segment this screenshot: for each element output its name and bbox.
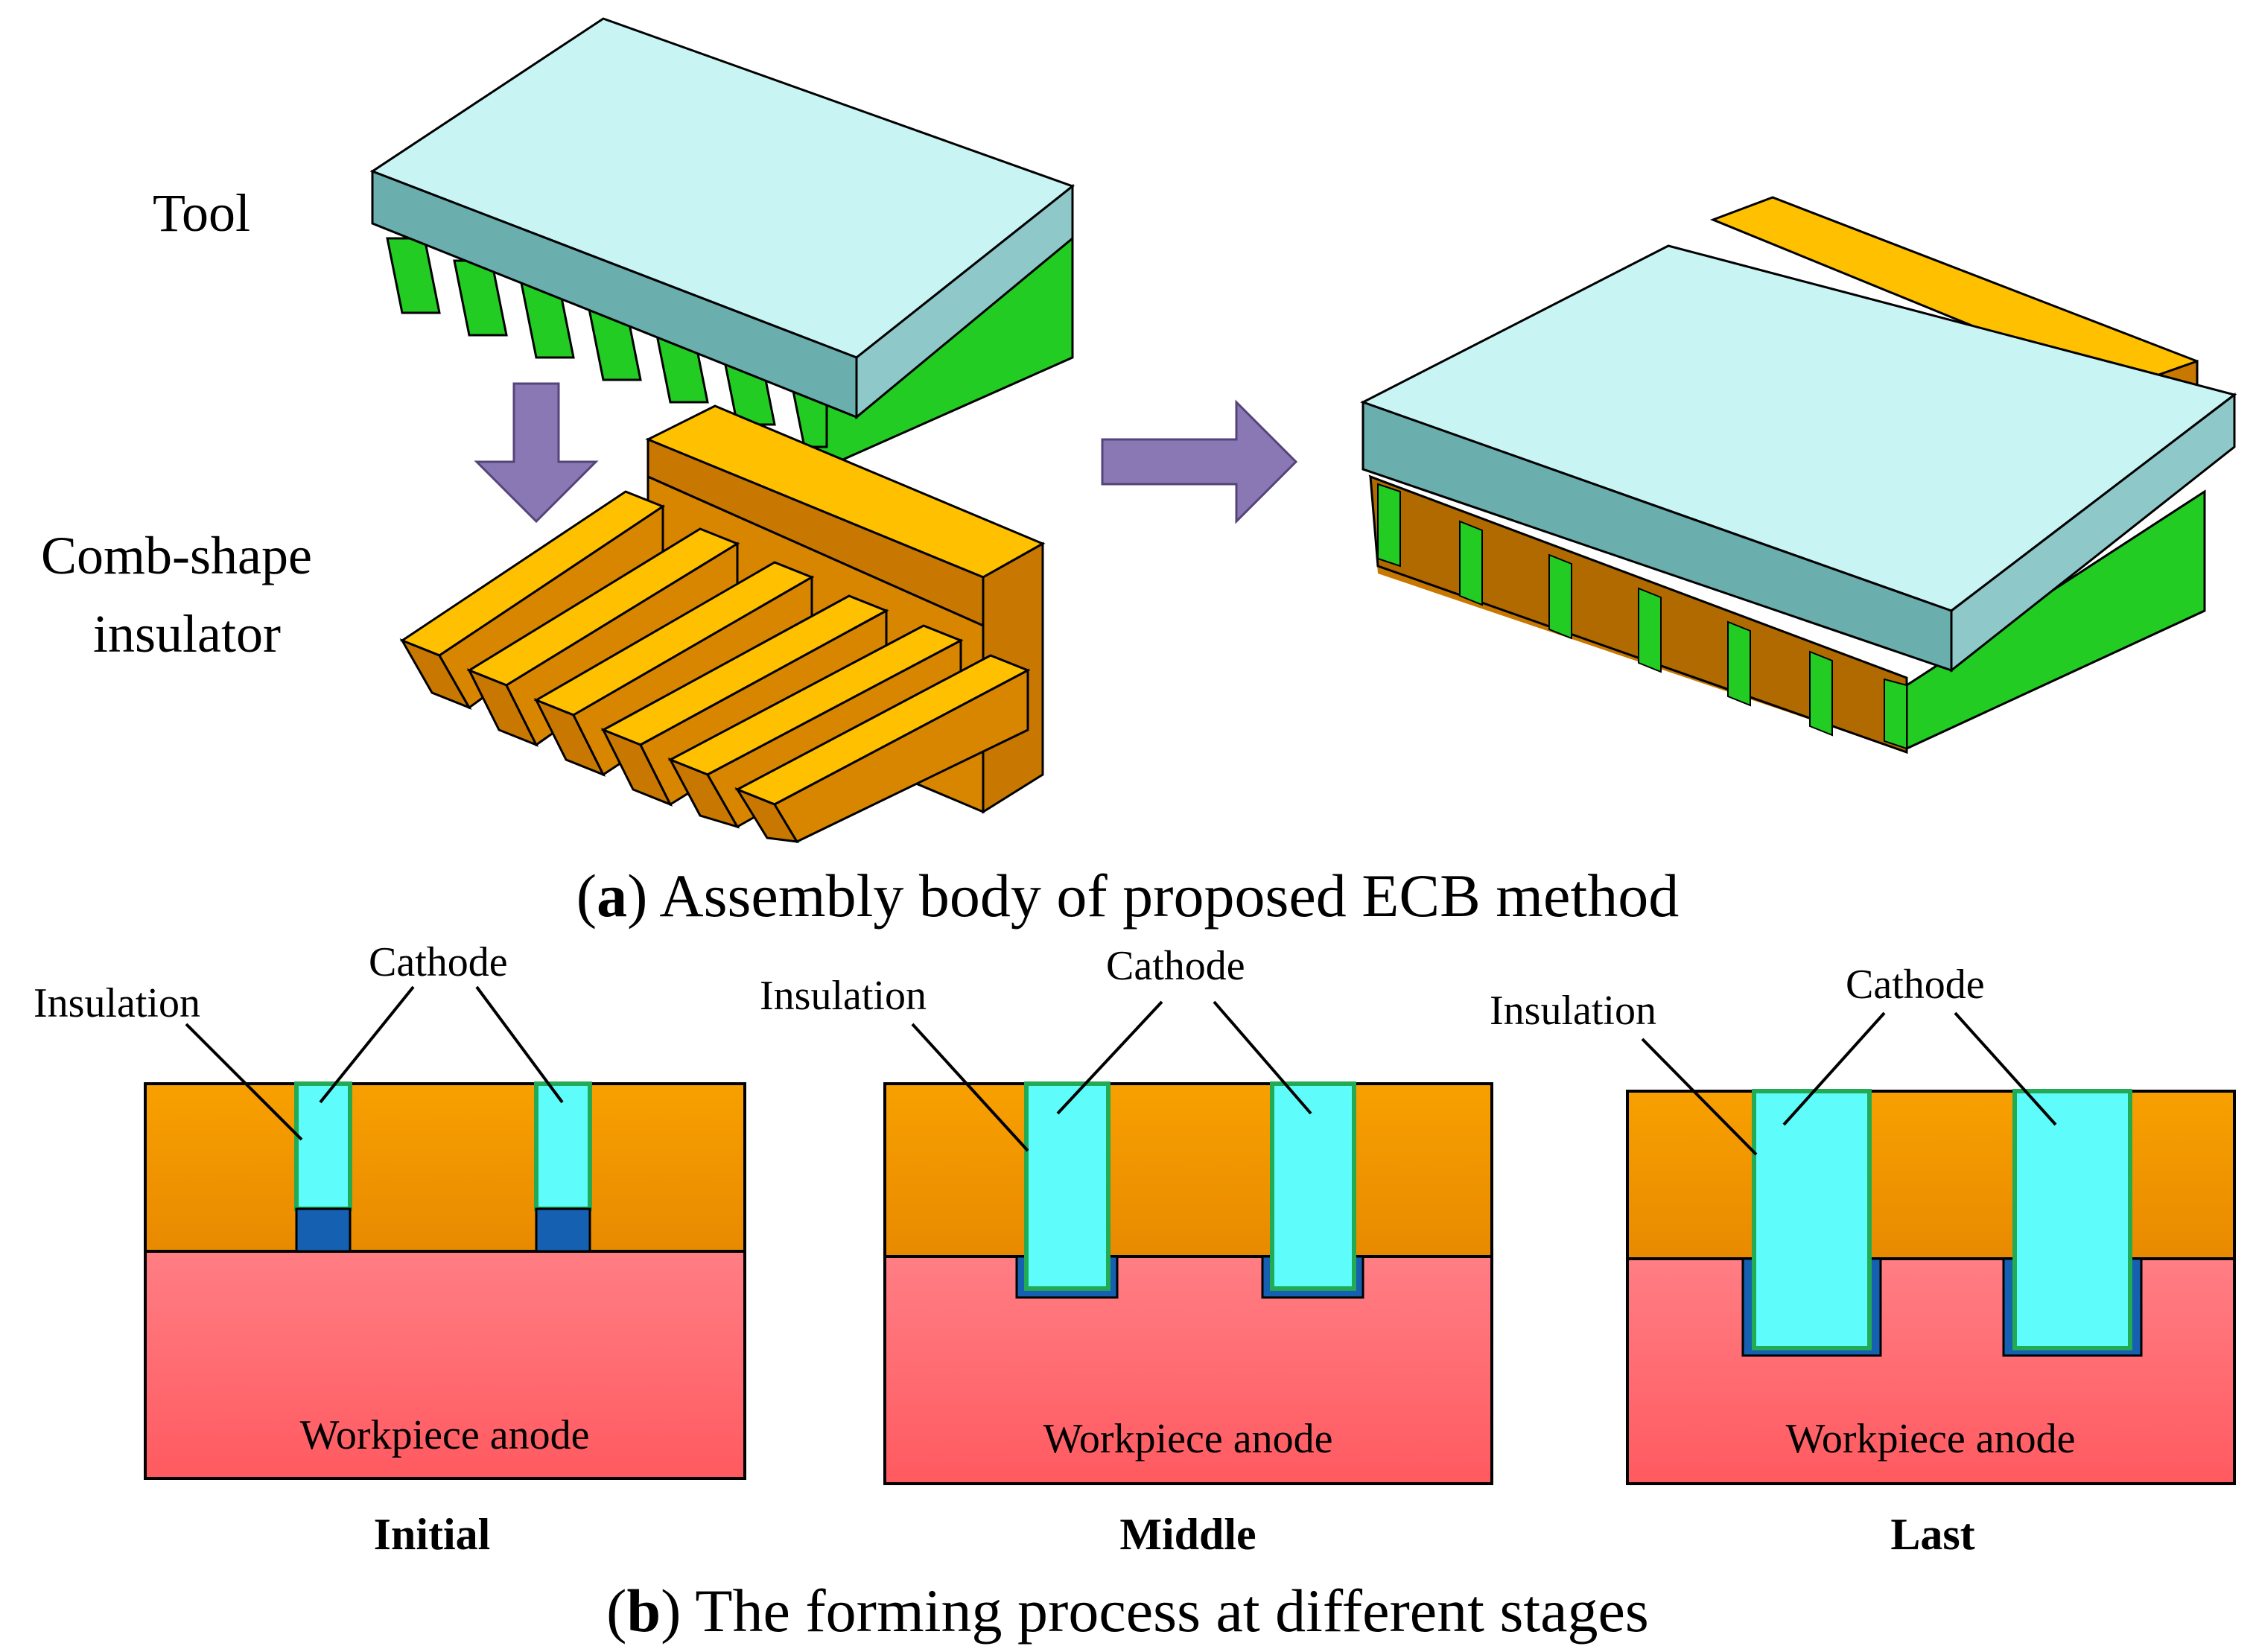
stage-initial-name: Initial bbox=[374, 1510, 491, 1559]
middle-workpiece-label: Workpiece anode bbox=[1043, 1416, 1333, 1462]
last-workpiece-label: Workpiece anode bbox=[1786, 1416, 2076, 1462]
last-insulation-label: Insulation bbox=[1490, 988, 1656, 1034]
initial-insulation-label: Insulation bbox=[34, 980, 200, 1026]
stage-last: Insulation Cathode Workpiece anode Last bbox=[1490, 962, 2236, 1559]
caption-a-letter: a bbox=[597, 862, 627, 930]
caption-b-letter: b bbox=[626, 1577, 661, 1645]
caption-b: (b) The forming process at different sta… bbox=[606, 1577, 1649, 1645]
middle-insulation-label: Insulation bbox=[760, 973, 927, 1019]
caption-a-text: Assembly body of proposed ECB method bbox=[647, 862, 1679, 930]
panel-b: Insulation Cathode Workpiece anode Initi… bbox=[34, 939, 2236, 1645]
stage-middle: Insulation Cathode Workpiece anode Middl… bbox=[760, 943, 1493, 1559]
right-arrow bbox=[1101, 399, 1298, 524]
down-arrow bbox=[474, 382, 599, 524]
stage-last-name: Last bbox=[1890, 1510, 1974, 1559]
label-comb-line1: Comb-shape bbox=[41, 526, 312, 585]
caption-a: (a) Assembly body of proposed ECB method bbox=[576, 862, 1679, 930]
assembly bbox=[1360, 196, 2237, 754]
middle-cathode-label: Cathode bbox=[1106, 943, 1245, 989]
label-comb-line2: insulator bbox=[93, 604, 281, 664]
comb-insulator bbox=[399, 404, 1046, 843]
tool-left bbox=[369, 17, 1075, 479]
initial-cathode-label: Cathode bbox=[369, 939, 508, 985]
initial-workpiece-label: Workpiece anode bbox=[300, 1412, 590, 1458]
stage-middle-name: Middle bbox=[1119, 1510, 1256, 1559]
assembly-strips bbox=[1369, 474, 1908, 754]
last-cathode-label: Cathode bbox=[1846, 962, 1985, 1008]
panel-a: Tool Comb-shape insulator bbox=[41, 17, 2237, 930]
caption-b-text: The forming process at different stages bbox=[681, 1577, 1648, 1645]
label-tool: Tool bbox=[153, 183, 250, 243]
stage-initial: Insulation Cathode Workpiece anode Initi… bbox=[34, 939, 746, 1559]
comb-teeth bbox=[399, 490, 1031, 843]
